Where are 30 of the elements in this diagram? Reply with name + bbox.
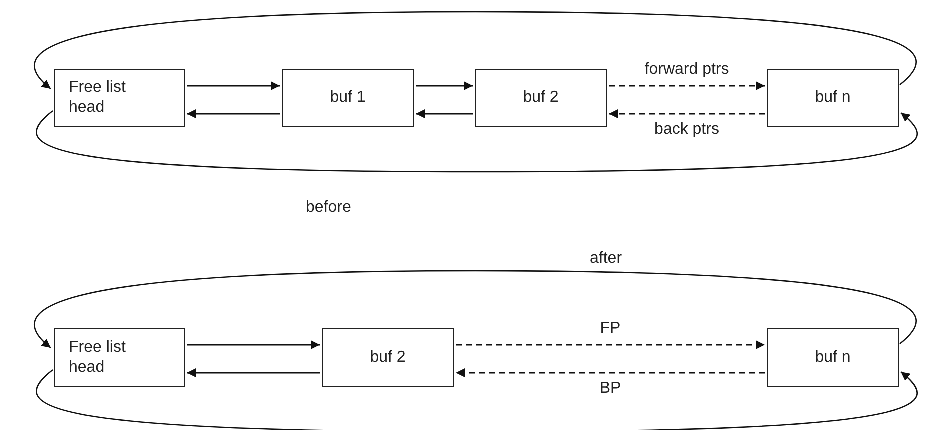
caption-text: after xyxy=(590,251,622,267)
node-text: buf n xyxy=(815,88,851,108)
buffer-box xyxy=(54,69,185,127)
node-text: buf n xyxy=(815,348,851,368)
loop-arrow xyxy=(36,370,918,430)
loop-arrow xyxy=(36,110,918,173)
arrow xyxy=(609,82,765,90)
loop-arrow xyxy=(34,270,916,348)
buffer-box xyxy=(767,328,899,387)
node-text: Free list head xyxy=(69,78,127,118)
arrow xyxy=(416,110,473,118)
buffer-box xyxy=(767,69,899,127)
node-text: Free list head xyxy=(69,338,127,378)
arrow xyxy=(187,368,320,378)
buffer-box xyxy=(475,69,607,127)
node-text: buf 2 xyxy=(370,348,406,368)
buffer-box xyxy=(282,69,414,127)
loop-arrow xyxy=(34,11,916,90)
arrow xyxy=(187,110,280,118)
caption-text: before xyxy=(306,200,352,216)
node-text: buf 2 xyxy=(523,88,559,108)
arrow xyxy=(456,340,765,350)
buffer-box xyxy=(54,328,185,387)
arrow xyxy=(187,82,280,90)
arrow xyxy=(416,82,473,90)
node-text: buf 1 xyxy=(330,88,366,108)
arrow xyxy=(609,110,765,118)
arrow xyxy=(187,340,320,350)
arrow xyxy=(456,368,765,378)
buffer-box xyxy=(322,328,454,387)
